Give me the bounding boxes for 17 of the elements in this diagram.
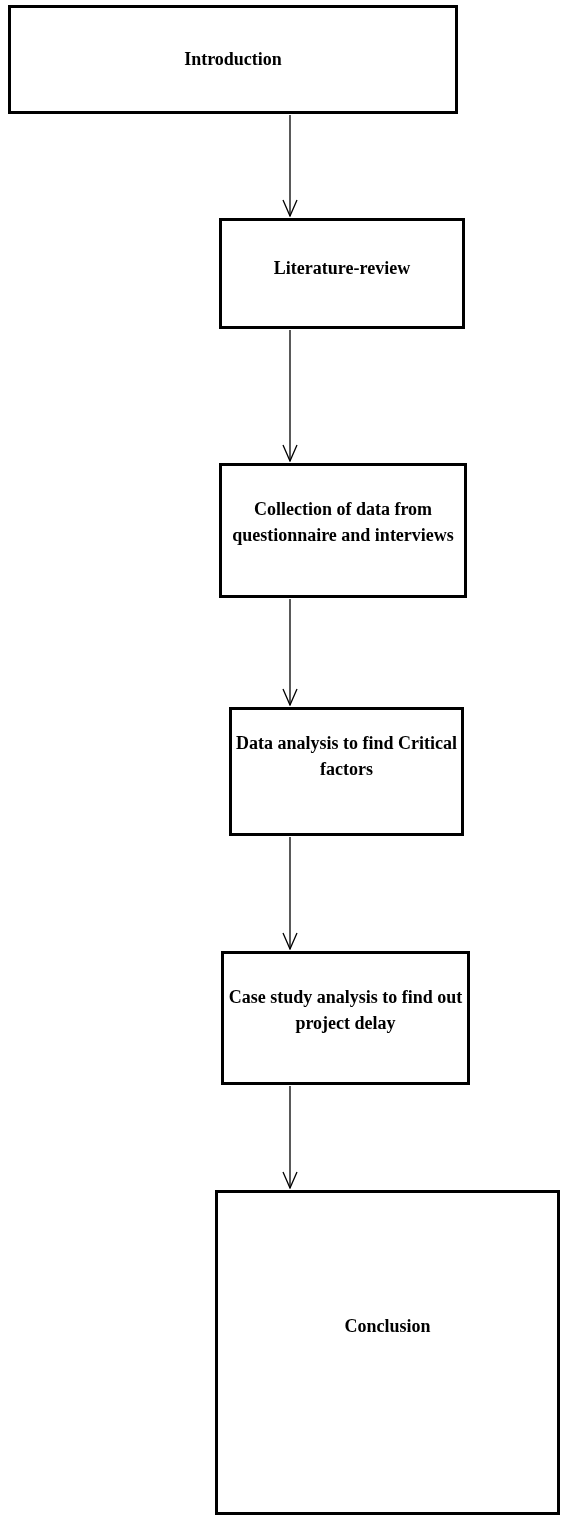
step-label: Collection of data from questionnaire and interviews	[231, 498, 455, 548]
process-box	[219, 218, 465, 329]
step-label: Case study analysis to find out project delay	[227, 986, 464, 1036]
process-box	[219, 463, 467, 598]
process-box	[8, 5, 458, 114]
process-box	[221, 951, 470, 1085]
arrow	[282, 598, 298, 706]
step-label: Data analysis to find Critical factors	[235, 732, 458, 782]
process-box	[229, 707, 464, 836]
arrow	[282, 114, 298, 217]
arrow	[282, 836, 298, 950]
step-label: Introduction	[184, 48, 282, 71]
arrow	[282, 1085, 298, 1189]
step-label: Conclusion	[344, 1315, 431, 1338]
arrow	[282, 329, 298, 462]
process-box	[215, 1190, 560, 1515]
step-label: Literature-review	[273, 257, 411, 280]
